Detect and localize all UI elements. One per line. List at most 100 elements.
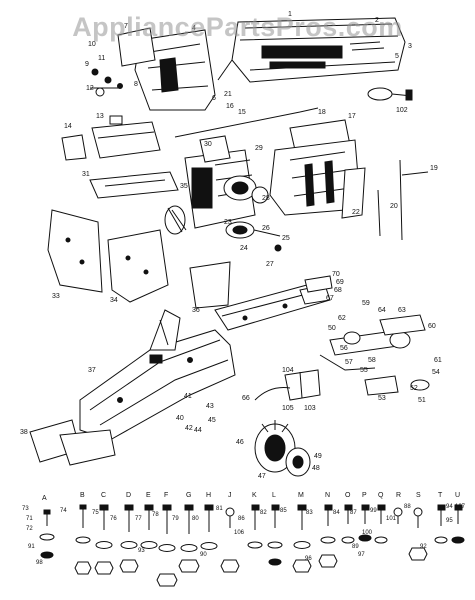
callout-62: 62 bbox=[338, 315, 346, 322]
hw-label-S: S bbox=[416, 492, 421, 499]
callout-51: 51 bbox=[418, 397, 426, 404]
callout-28: 28 bbox=[262, 195, 270, 202]
callout-89: 89 bbox=[352, 544, 359, 550]
callout-43: 43 bbox=[206, 403, 214, 410]
callout-33: 33 bbox=[52, 293, 60, 300]
callout-6: 6 bbox=[212, 95, 216, 102]
bolt-O bbox=[341, 504, 355, 544]
callout-42: 42 bbox=[185, 425, 193, 432]
callout-91: 91 bbox=[28, 544, 35, 550]
engine-cover-left bbox=[117, 27, 216, 111]
bolt-K bbox=[247, 504, 263, 549]
main-frame-37 bbox=[79, 309, 236, 441]
callout-75: 75 bbox=[92, 510, 99, 516]
callout-82: 82 bbox=[260, 510, 267, 516]
callout-15: 15 bbox=[238, 109, 246, 116]
callout-87: 87 bbox=[350, 510, 357, 516]
callout-73: 73 bbox=[22, 506, 29, 512]
callout-106: 106 bbox=[234, 530, 245, 536]
top-left-fasteners bbox=[90, 68, 123, 97]
callout-69: 69 bbox=[336, 279, 344, 286]
callout-38: 38 bbox=[20, 429, 28, 436]
bolt-M bbox=[292, 504, 312, 573]
part-102-knob bbox=[367, 87, 413, 101]
bolt-L bbox=[267, 504, 283, 566]
callout-45: 45 bbox=[208, 417, 216, 424]
callout-labels: 1 2 3 4 5 6 7 8 9 10 11 12 13 14 15 16 1… bbox=[20, 11, 466, 566]
callout-57: 57 bbox=[345, 359, 353, 366]
callout-12: 12 bbox=[86, 85, 94, 92]
callout-9: 9 bbox=[85, 61, 89, 68]
callout-101: 101 bbox=[386, 516, 397, 522]
hw-label-J: J bbox=[228, 492, 232, 499]
callout-80: 80 bbox=[192, 516, 199, 522]
callout-92: 92 bbox=[420, 544, 427, 550]
callout-4: 4 bbox=[192, 25, 196, 32]
bolt-C bbox=[94, 504, 114, 575]
fuel-tank bbox=[61, 115, 161, 161]
bolt-A bbox=[39, 509, 55, 559]
hw-label-R: R bbox=[396, 492, 401, 499]
bolt-N bbox=[318, 504, 338, 568]
hw-label-C: C bbox=[101, 492, 106, 499]
cable-66 bbox=[254, 387, 291, 401]
side-plate-34 bbox=[107, 229, 169, 303]
callout-25: 25 bbox=[282, 235, 290, 242]
tine-shaft-assembly bbox=[319, 314, 430, 396]
hw-label-D: D bbox=[126, 492, 131, 499]
callout-58: 58 bbox=[368, 357, 376, 364]
belt-guard bbox=[269, 119, 366, 219]
hw-label-G: G bbox=[186, 492, 191, 499]
bolt-F bbox=[156, 504, 178, 587]
callout-13: 13 bbox=[96, 113, 104, 120]
callout-52: 52 bbox=[410, 385, 418, 392]
callout-26: 26 bbox=[262, 225, 270, 232]
callout-23: 23 bbox=[224, 219, 232, 226]
callout-90: 90 bbox=[200, 552, 207, 558]
callout-79: 79 bbox=[172, 516, 179, 522]
callout-56: 56 bbox=[340, 345, 348, 352]
callout-68: 68 bbox=[334, 287, 342, 294]
callout-98: 98 bbox=[36, 560, 43, 566]
hw-label-A: A bbox=[42, 495, 47, 502]
hw-label-T: T bbox=[438, 492, 443, 499]
callout-40: 40 bbox=[176, 415, 184, 422]
callout-47: 47 bbox=[258, 473, 266, 480]
callout-44: 44 bbox=[194, 427, 202, 434]
control-rod-15 bbox=[174, 107, 319, 138]
engine-mount-plate bbox=[89, 171, 179, 199]
callout-99: 99 bbox=[370, 508, 377, 514]
hw-label-B: B bbox=[80, 492, 85, 499]
callout-24: 24 bbox=[240, 245, 248, 252]
bolt-E bbox=[140, 504, 158, 549]
callout-17: 17 bbox=[348, 113, 356, 120]
callout-54: 54 bbox=[432, 369, 440, 376]
depth-bar-38 bbox=[29, 419, 116, 466]
bolt-T bbox=[434, 504, 448, 544]
callout-95: 95 bbox=[446, 518, 453, 524]
hardware-row bbox=[39, 504, 465, 587]
callout-31: 31 bbox=[82, 171, 90, 178]
callout-14: 14 bbox=[64, 123, 72, 130]
bolt-U bbox=[451, 504, 465, 544]
callout-70: 70 bbox=[332, 271, 340, 278]
control-panel-assembly bbox=[217, 17, 406, 83]
callout-3: 3 bbox=[408, 43, 412, 50]
callout-8: 8 bbox=[134, 81, 138, 88]
callout-48: 48 bbox=[312, 465, 320, 472]
callout-1: 1 bbox=[288, 11, 292, 18]
callout-29: 29 bbox=[255, 145, 263, 152]
hw-label-M: M bbox=[298, 492, 304, 499]
bolt-J bbox=[220, 507, 240, 573]
callout-84: 84 bbox=[333, 510, 340, 516]
callout-74: 74 bbox=[60, 508, 67, 514]
part-19-bracket bbox=[399, 159, 429, 241]
hw-label-E: E bbox=[146, 492, 151, 499]
callout-30: 30 bbox=[204, 141, 212, 148]
bolt-S bbox=[408, 507, 428, 561]
callout-100: 100 bbox=[362, 530, 373, 536]
hw-label-P: P bbox=[362, 492, 367, 499]
callout-77: 77 bbox=[135, 516, 142, 522]
callout-97: 97 bbox=[358, 552, 365, 558]
callout-21: 21 bbox=[224, 91, 232, 98]
